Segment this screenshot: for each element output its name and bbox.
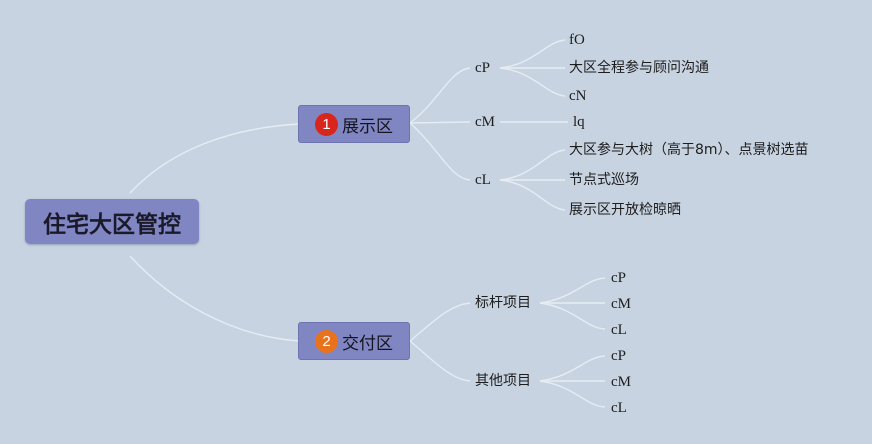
connector-branch-2-to-benchmark: [409, 302, 471, 342]
leaf-topic[interactable]: 节点式巡场: [569, 172, 639, 188]
subtopic-cl[interactable]: cL: [475, 172, 491, 188]
branch-node-showroom[interactable]: 1 展示区: [298, 105, 410, 143]
root-label: 住宅大区管控: [43, 211, 181, 238]
connector-benchmark-to-cl: [539, 302, 606, 330]
connector-root-to-branch-2: [129, 255, 300, 342]
leaf-topic[interactable]: cN: [569, 88, 587, 104]
branch-label: 展示区: [342, 116, 393, 137]
connector-other-to-cp: [539, 355, 606, 382]
connector-other-to-cl: [539, 380, 606, 408]
leaf-topic[interactable]: 大区全程参与顾问沟通: [569, 60, 709, 76]
subtopic-benchmark-projects[interactable]: 标杆项目: [475, 295, 531, 311]
leaf-topic[interactable]: cL: [611, 400, 627, 416]
connector-branch-1-to-cl: [409, 122, 471, 181]
subtopic-cp[interactable]: cP: [475, 60, 490, 76]
leaf-topic[interactable]: cL: [611, 322, 627, 338]
subtopic-other-projects[interactable]: 其他项目: [475, 373, 531, 389]
connector-branch-1-to-cm: [409, 121, 471, 124]
leaf-topic[interactable]: lq: [573, 114, 585, 130]
connector-branch-2-to-other: [409, 340, 471, 382]
priority-1-badge-icon: 1: [315, 112, 338, 136]
connector-root-to-branch-1: [129, 123, 300, 194]
connector-cp-to-cn: [499, 67, 566, 97]
branch-label: 交付区: [342, 333, 393, 354]
connector-cl-to-item-1: [499, 149, 566, 181]
leaf-topic[interactable]: 展示区开放检晾晒: [569, 202, 681, 218]
leaf-topic[interactable]: fO: [569, 32, 585, 48]
connector-branch-1-to-cp: [409, 67, 471, 124]
subtopic-cm[interactable]: cM: [475, 114, 495, 130]
leaf-topic[interactable]: cP: [611, 348, 626, 364]
connector-cl-to-item-3: [499, 179, 566, 211]
root-node[interactable]: 住宅大区管控: [25, 199, 199, 244]
leaf-topic[interactable]: cM: [611, 296, 631, 312]
connector-cp-to-fo: [499, 39, 566, 69]
leaf-topic[interactable]: cP: [611, 270, 626, 286]
priority-2-badge-icon: 2: [315, 329, 338, 353]
branch-node-delivery[interactable]: 2 交付区: [298, 322, 410, 360]
leaf-topic[interactable]: cM: [611, 374, 631, 390]
connector-benchmark-to-cp: [539, 277, 606, 304]
leaf-topic[interactable]: 大区参与大树（高于8m）、点景树选苗: [569, 142, 809, 158]
